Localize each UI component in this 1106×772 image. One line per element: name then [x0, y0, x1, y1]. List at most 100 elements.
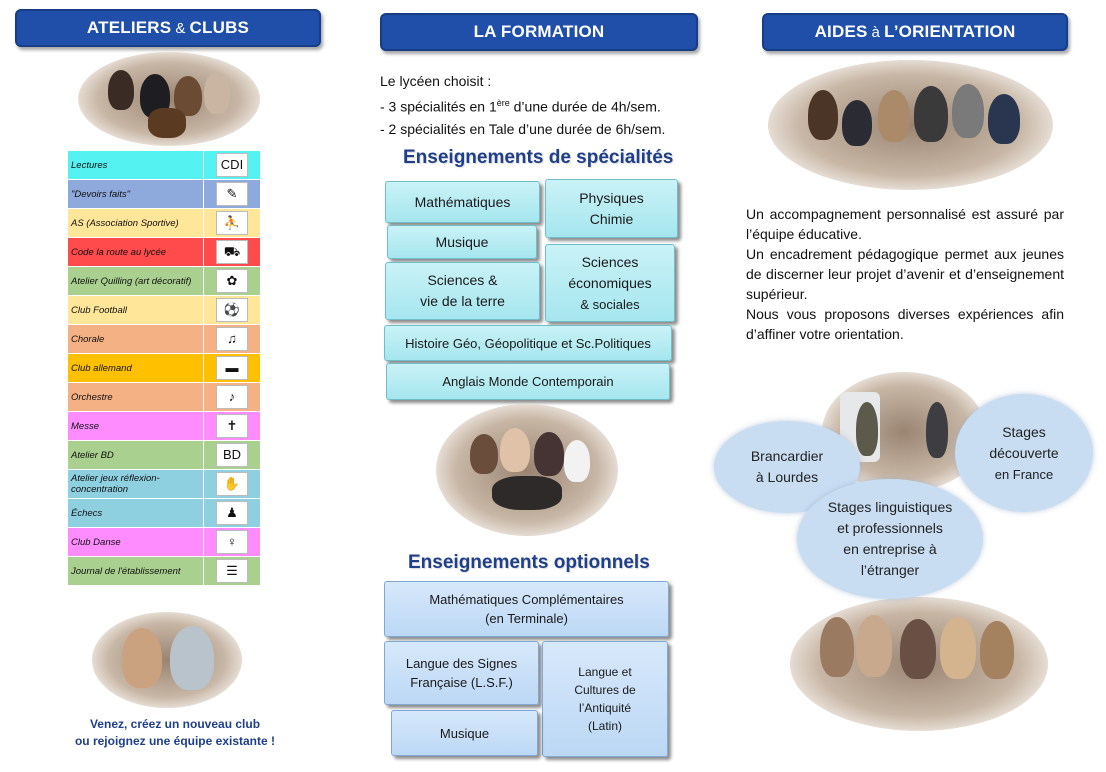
spec-physique-chimie: Physiques Chimie	[545, 179, 678, 238]
formation-intro: Le lycéen choisit : - 3 spécialités en 1…	[380, 70, 700, 140]
club-label: Club Football	[67, 295, 204, 325]
header-ateliers-clubs: ATELIERS & CLUBS	[15, 9, 321, 47]
bubble-line: Brancardier	[750, 448, 824, 464]
spec-title: Enseignements de spécialités	[403, 147, 674, 168]
box-label: (Latin)	[587, 719, 622, 733]
club-icon: ⛹	[216, 211, 248, 235]
club-icon: ♪	[216, 385, 248, 409]
club-label: Atelier BD	[67, 440, 204, 470]
club-icon: ✝	[216, 414, 248, 438]
bubble-stages-linguistiques: Stages linguistiques et professionnels e…	[797, 479, 983, 599]
header-word: ATELIERS	[86, 18, 172, 37]
box-label: Sciences	[581, 253, 639, 270]
photo-students-cheering	[768, 60, 1053, 190]
spec-mathematiques: Mathématiques	[385, 181, 540, 223]
club-icon-cell: ⛟	[203, 237, 261, 267]
club-label: "Devoirs faits"	[67, 179, 204, 209]
header-word: AIDES	[814, 22, 868, 41]
spec-musique: Musique	[387, 225, 537, 259]
box-label: Chimie	[589, 210, 634, 227]
club-call-to-action: Venez, créez un nouveau club ou rejoigne…	[60, 716, 290, 750]
club-row: AS (Association Sportive)⛹	[67, 208, 261, 238]
opt-maths-complementaires: Mathématiques Complémentaires (en Termin…	[384, 581, 669, 637]
club-row: Atelier Quilling (art décoratif) ✿	[67, 266, 261, 296]
bubble-line: Stages linguistiques	[827, 499, 953, 515]
club-label: Club Danse	[67, 527, 204, 557]
bubble-line: l’étranger	[860, 562, 920, 578]
box-label: & sociales	[580, 296, 640, 312]
opt-lsf: Langue des Signes Française (L.S.F.)	[384, 641, 539, 705]
club-row: Club Danse ♀	[67, 527, 261, 557]
intro-line: - 2 spécialités en Tale d’une durée de 6…	[380, 120, 666, 137]
header-amp: &	[175, 19, 186, 37]
box-label: Sciences &	[427, 272, 498, 288]
opt-musique: Musique	[391, 710, 538, 756]
spec-amc: Anglais Monde Contemporain	[386, 363, 670, 400]
club-label: Échecs	[67, 498, 204, 528]
club-row: Code la route au lycée ⛟	[67, 237, 261, 267]
club-icon-cell: ✝	[203, 411, 261, 441]
box-label: économiques	[568, 274, 652, 291]
bubble-line: en entreprise à	[843, 541, 937, 557]
club-icon: ✿	[216, 269, 248, 293]
photo-drummers	[78, 52, 260, 146]
header-formation: LA FORMATION	[380, 13, 698, 51]
club-icon-cell: ♫	[203, 324, 261, 354]
orientation-paragraph: Nous vous proposons diverses expériences…	[746, 306, 1064, 342]
header-word: CLUBS	[189, 18, 250, 37]
club-row: Journal de l'établissement☰	[67, 556, 261, 586]
club-row: Club Football⚽	[67, 295, 261, 325]
club-icon: ✎	[216, 182, 248, 206]
opt-title: Enseignements optionnels	[408, 552, 650, 573]
header-amp: à	[871, 23, 881, 41]
box-label: (en Terminale)	[485, 611, 568, 626]
photo-girls-party	[790, 597, 1048, 731]
club-icon: ♫	[216, 327, 248, 351]
box-label: vie de la terre	[420, 293, 505, 309]
club-icon: ♀	[216, 530, 248, 554]
opt-latin: Langue et Cultures de l’Antiquité (Latin…	[542, 641, 668, 757]
club-label: Orchestre	[67, 382, 204, 412]
intro-line: Le lycéen choisit :	[380, 73, 492, 89]
club-label: Atelier Quilling (art décoratif)	[67, 266, 204, 296]
header-word: L’ORIENTATION	[884, 22, 1016, 41]
bubble-stages-decouverte: Stages découverte en France	[955, 394, 1093, 512]
intro-text: d’une durée de 4h/sem.	[509, 98, 661, 115]
club-label: Club allemand	[67, 353, 204, 383]
club-row: Messe ✝	[67, 411, 261, 441]
header-word: LA FORMATION	[473, 22, 605, 41]
club-icon-cell: ♪	[203, 382, 261, 412]
bubble-line: et professionnels	[837, 520, 943, 536]
spec-svt: Sciences & vie de la terre	[385, 262, 540, 320]
box-label: Physiques	[579, 189, 644, 206]
club-label: Chorale	[67, 324, 204, 354]
club-row: Club allemand▬	[67, 353, 261, 383]
intro-line: - 3 spécialités en 1ère d’une durée de 4…	[380, 92, 700, 118]
club-icon-cell: ⚽	[203, 295, 261, 325]
intro-text: - 3 spécialités en 1	[380, 98, 497, 115]
club-icon-cell: ♀	[203, 527, 261, 557]
orientation-text: Un accompagnement personnalisé est assur…	[746, 204, 1064, 344]
club-row: "Devoirs faits" ✎	[67, 179, 261, 209]
club-label: Lectures	[67, 150, 204, 180]
club-icon: ⛟	[216, 240, 248, 264]
club-row: Orchestre ♪	[67, 382, 261, 412]
club-label: Code la route au lycée	[67, 237, 204, 267]
box-label: Langue et	[578, 665, 632, 679]
box-label: Anglais Monde Contemporain	[442, 374, 614, 389]
photo-two-students	[92, 612, 242, 708]
club-icon: ☰	[216, 559, 248, 583]
box-label: Cultures de	[574, 683, 636, 697]
club-label: Messe	[67, 411, 204, 441]
club-row: Chorale ♫	[67, 324, 261, 354]
club-row: Échecs♟	[67, 498, 261, 528]
spec-ses: Sciences économiques & sociales	[545, 244, 675, 322]
club-icon: ✋	[216, 472, 248, 496]
club-icon-cell: ⛹	[203, 208, 261, 238]
box-label: Française (L.S.F.)	[410, 675, 513, 690]
club-icon-cell: ✎	[203, 179, 261, 209]
club-icon-cell: ✿	[203, 266, 261, 296]
box-label: Langue des Signes	[405, 656, 518, 671]
box-label: Histoire Géo, Géopolitique et Sc.Politiq…	[405, 335, 651, 351]
